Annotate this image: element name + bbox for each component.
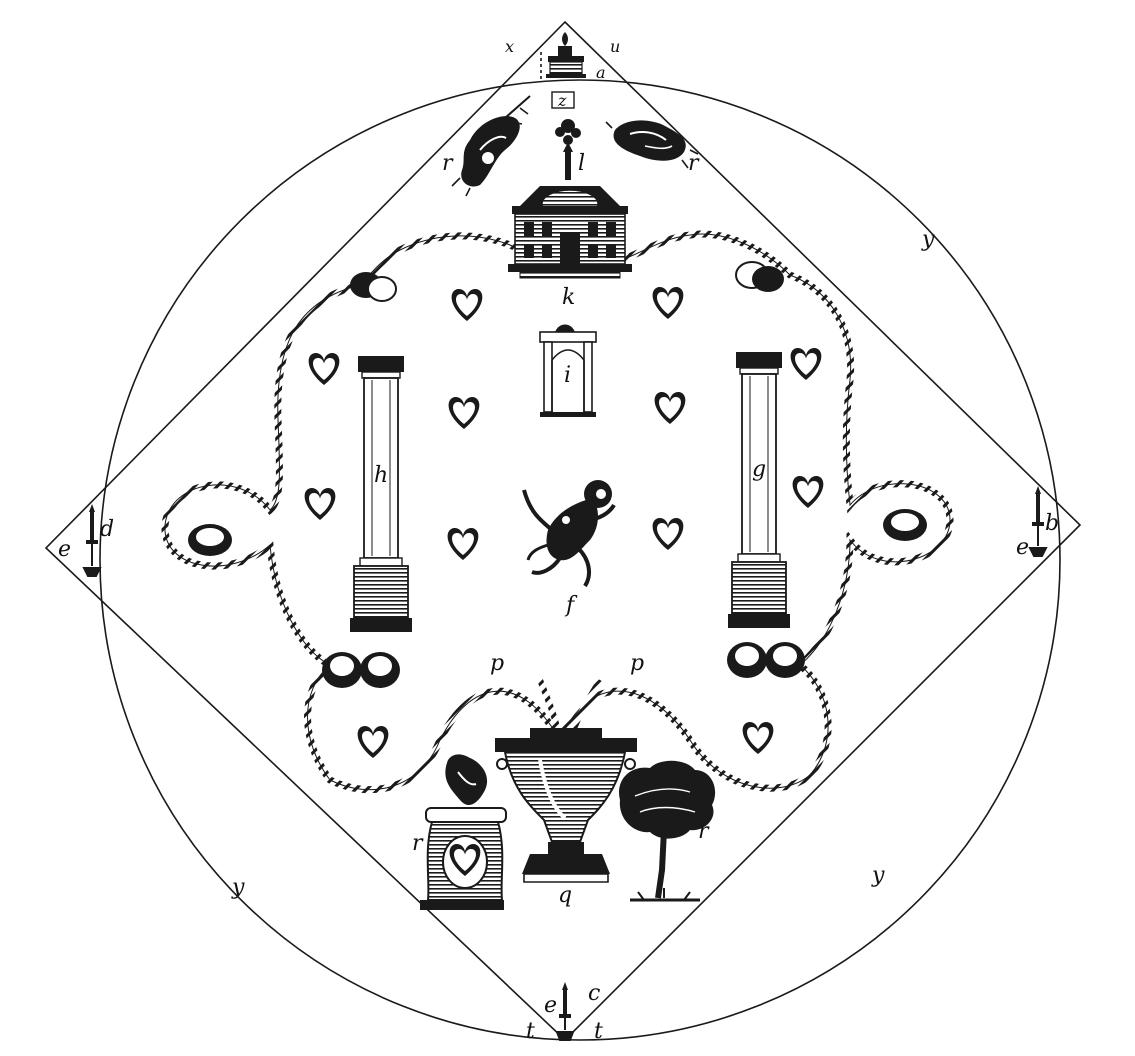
label-y-top-right: y [921,227,935,252]
rope-knot-bottom-right [727,642,805,678]
heart-label-o-8: o [803,482,813,502]
label-e-left: e [58,537,71,562]
label-h: h [374,463,388,488]
label-r-top-left: r [442,151,454,176]
label-y-bottom-left: y [231,875,245,900]
label-box-z [551,91,575,109]
label-b: b [1045,511,1059,536]
heart-label-o-3: o [319,359,329,379]
label-g: g [752,457,766,482]
label-q: q [558,883,572,908]
heart-label-o-6: o [665,398,675,418]
label-d: d [100,517,114,542]
lodge-building-icon [508,186,632,279]
candlestick-bottom-icon [555,982,575,1041]
rope-knot-bottom-left [322,652,400,688]
rope-border [161,230,954,794]
heart-label-o-2: o [663,293,673,313]
label-c: c [588,981,600,1006]
label-f: f [564,593,578,618]
cloud-star-icon [555,119,581,145]
outer-circle [99,79,1061,1041]
burning-altar-icon [420,754,507,910]
label-e-bottom: e [544,993,557,1018]
label-u: u [610,37,620,56]
label-x: x [505,37,514,56]
heart-label-o-12: o [753,728,763,748]
heart-label-o-7: o [315,494,325,514]
label-p-right: p [630,651,644,676]
label-r-bottom-left: r [412,831,424,856]
label-i: i [564,363,571,388]
label-y-bottom-right: y [871,863,885,888]
label-k: k [562,285,575,310]
top-small-temple-icon [546,32,586,78]
rope-knot-right [883,509,927,541]
left-pillar-icon [350,356,412,632]
rope-knot-top-right [735,261,784,292]
label-z: z [557,91,567,110]
tree-icon [619,760,716,902]
rope-border-outline [164,233,951,791]
pug-dog-icon [522,480,616,588]
label-e-right: e [1016,535,1029,560]
heart-label-o-10: o [663,524,673,544]
heart-label-o-5: o [459,403,469,423]
right-pillar-icon [728,352,790,628]
rope-knot-top-left [350,272,397,302]
right-hands-icon [605,120,699,169]
label-r-bottom-right: r [698,819,710,844]
heart-label-o-4: o [801,354,811,374]
label-r-top-right: r [688,151,700,176]
heart-label-o-1: o [462,295,472,315]
rope-knot-left [188,524,232,556]
candlestick-right-icon [1028,486,1048,557]
label-t-right: t [594,1019,603,1044]
left-hand-icon [451,95,531,197]
label-t-left: t [526,1019,535,1044]
heart-label-o-11: o [368,732,378,752]
label-l: l [578,151,585,176]
label-p-left: p [490,651,504,676]
candlestick-left-icon [82,504,102,577]
heart-label-o-9: o [458,534,468,554]
lodge-spire-icon [563,142,573,180]
vase-altar-icon [495,728,637,883]
label-a: a [596,63,606,82]
arch-doorway-icon [539,324,597,417]
